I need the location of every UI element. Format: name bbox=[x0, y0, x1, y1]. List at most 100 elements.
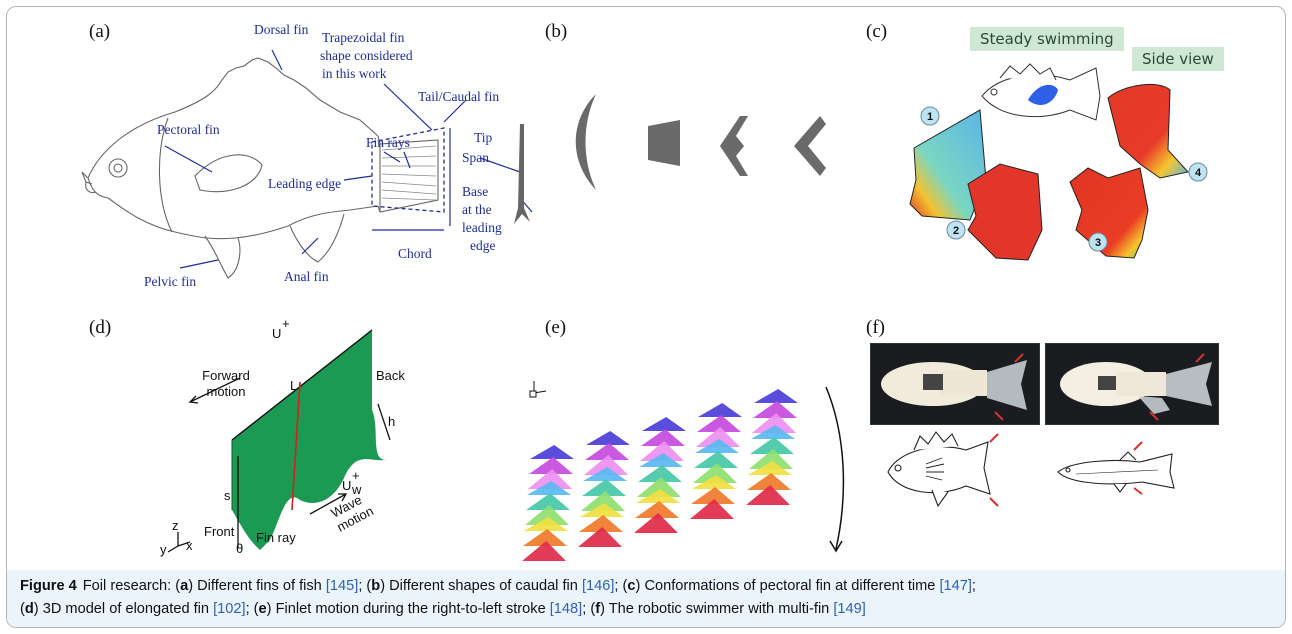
finlet-shape bbox=[634, 513, 678, 533]
label-u-plus: U bbox=[272, 326, 281, 341]
finlet-shape bbox=[696, 427, 740, 447]
caption-text: ) The robotic swimmer with multi-fin bbox=[600, 601, 834, 617]
finlet-shape bbox=[579, 515, 623, 532]
finlet-shape bbox=[693, 463, 737, 483]
label-uw-sub: w bbox=[351, 482, 362, 497]
finlet-shape bbox=[581, 491, 625, 511]
caption-ref-e[interactable]: [148] bbox=[549, 601, 583, 617]
label-uw-sup: + bbox=[352, 468, 360, 483]
panel-b-caudal-shapes bbox=[575, 94, 826, 190]
caption-ref-d[interactable]: [102] bbox=[213, 601, 246, 617]
label-base-1: Base bbox=[462, 184, 488, 199]
finlet-grid bbox=[522, 389, 798, 561]
finlet-shape bbox=[528, 469, 572, 489]
robot-photo-right bbox=[1045, 343, 1219, 425]
label-pectoral-fin: Pectoral fin bbox=[157, 122, 220, 137]
panel-a-fish-diagram: Dorsal fin Trapezoidal fin shape conside… bbox=[81, 22, 533, 289]
finlet-shape bbox=[698, 403, 742, 417]
finlet-shape bbox=[522, 541, 566, 561]
caption-text: ; ( bbox=[358, 578, 372, 594]
caption-ref-a[interactable]: [145] bbox=[325, 578, 359, 594]
caption-ref-b[interactable]: [146] bbox=[581, 578, 615, 594]
caudal-shape-lunate bbox=[575, 94, 596, 190]
caption-text: ( bbox=[20, 601, 25, 617]
finlet-shape bbox=[523, 529, 567, 546]
finlet-shape bbox=[637, 477, 681, 497]
caudal-shape-trapezoid bbox=[648, 120, 680, 166]
label-chord: Chord bbox=[398, 246, 432, 261]
panel-f-label: (f) bbox=[866, 317, 885, 338]
panel-a-label: (a) bbox=[89, 21, 111, 42]
label-tip: Tip bbox=[474, 130, 493, 145]
label-trapezoid-3: in this work bbox=[322, 66, 387, 81]
caption-e: e bbox=[258, 601, 267, 617]
caudal-shape-chevron bbox=[794, 116, 826, 176]
panel-e-finlet-motion bbox=[522, 381, 845, 561]
label-fin-ray: Fin ray bbox=[256, 530, 296, 545]
finlet-shape bbox=[641, 429, 685, 446]
finlet-shape bbox=[691, 487, 735, 504]
marker-3: 3 bbox=[1095, 237, 1101, 249]
finlet-shape bbox=[580, 503, 624, 517]
label-forward-2: motion bbox=[206, 384, 245, 399]
label-back: Back bbox=[376, 368, 405, 383]
caption-text: ) Different shapes of caudal fin bbox=[380, 578, 582, 594]
finlet-shape bbox=[583, 467, 627, 481]
label-tail-caudal-fin: Tail/Caudal fin bbox=[418, 89, 499, 104]
caption-ref-f[interactable]: [149] bbox=[833, 601, 866, 617]
panel-d-label: (d) bbox=[89, 317, 112, 338]
caption-text: ) 3D model of elongated fin bbox=[33, 601, 214, 617]
finlet-shape bbox=[748, 461, 792, 475]
finlet-shape bbox=[692, 475, 736, 489]
label-theta: θ bbox=[236, 541, 243, 556]
caption-text: ) Finlet motion during the right-to-left… bbox=[266, 601, 550, 617]
label-base-2: at the bbox=[462, 202, 492, 217]
finlet-shape bbox=[753, 401, 797, 418]
finlet-shape bbox=[578, 527, 622, 547]
finlet-shape bbox=[694, 451, 738, 468]
marker-4: 4 bbox=[1195, 167, 1202, 179]
caption-d: d bbox=[24, 601, 34, 617]
caudal-shape-forked bbox=[720, 116, 748, 176]
caption-a: a bbox=[180, 578, 189, 594]
finlet-shape bbox=[527, 481, 571, 495]
finlet-shape bbox=[524, 517, 568, 531]
caption-text: ; ( bbox=[582, 601, 596, 617]
finlet-shape bbox=[749, 449, 793, 469]
robot-fish-sketches bbox=[887, 431, 1175, 508]
panel-e-label: (e) bbox=[545, 317, 567, 338]
label-height-h: h bbox=[388, 414, 395, 429]
finlet-shape bbox=[582, 479, 626, 496]
caption-text: ) Different fins of fish bbox=[188, 578, 326, 594]
finlet-shape bbox=[746, 485, 790, 505]
caption-ref-c[interactable]: [147] bbox=[939, 578, 972, 594]
steady-swimming-label: Steady swimming bbox=[970, 27, 1124, 51]
panel-c-label: (c) bbox=[866, 21, 888, 42]
panel-d-elongated-fin: U + Forward motion L Back h s U w + Wave… bbox=[160, 316, 405, 557]
label-base-3: leading bbox=[462, 220, 502, 235]
label-uw: U bbox=[342, 478, 351, 493]
label-length-L: L bbox=[290, 378, 297, 393]
finlet-shape bbox=[640, 441, 684, 461]
label-trapezoid-2: shape considered bbox=[320, 48, 413, 63]
finlet-shape bbox=[635, 501, 679, 518]
finlet-shape bbox=[752, 413, 796, 433]
label-trapezoid-1: Trapezoidal fin bbox=[322, 30, 405, 45]
label-s: s bbox=[224, 488, 231, 503]
label-forward-1: Forward bbox=[202, 368, 250, 383]
caption-c: c bbox=[627, 578, 636, 594]
axis-icon bbox=[529, 381, 547, 398]
label-leading-edge: Leading edge bbox=[268, 176, 341, 191]
finlet-shape bbox=[586, 431, 630, 445]
finlet-shape bbox=[754, 389, 798, 403]
caption-text: ; bbox=[971, 578, 976, 594]
finlet-shape bbox=[525, 505, 569, 525]
finlet-shape bbox=[747, 473, 791, 490]
side-view-label: Side view bbox=[1132, 47, 1224, 71]
finlet-shape bbox=[695, 439, 739, 453]
label-fin-rays: Fin rays bbox=[366, 135, 410, 150]
finlet-shape bbox=[584, 455, 628, 475]
panel-c-fin-conformations: 1 2 3 4 bbox=[909, 63, 1208, 261]
caption-text: ) Conformations of pectoral fin at diffe… bbox=[635, 578, 940, 594]
